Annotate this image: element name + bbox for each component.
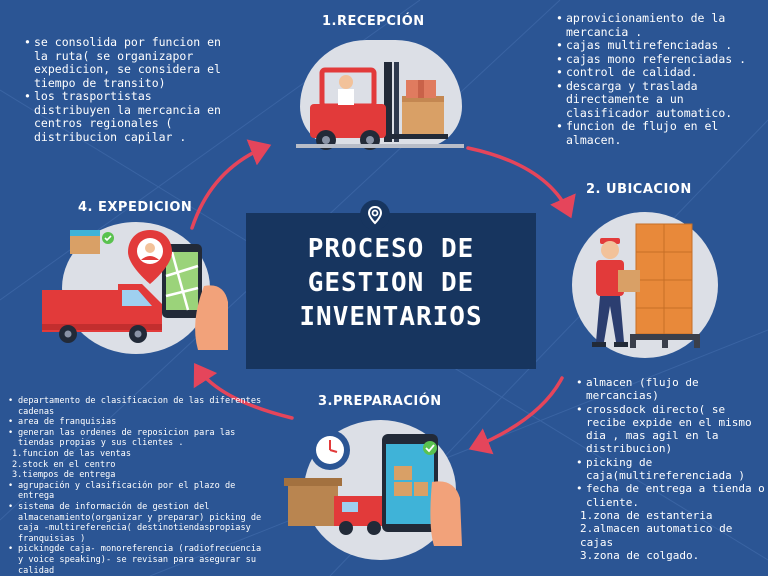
title-line-2: GESTION DE xyxy=(307,268,475,298)
recepcion-notes: aprovicionamiento de la mercancia . caja… xyxy=(556,11,766,147)
list-item: fecha de entrega a tienda o cliente. xyxy=(576,482,768,509)
list-item: agrupación y clasificación por el plazo … xyxy=(8,481,264,502)
arrow-expedicion-to-recepcion xyxy=(190,139,272,230)
ubicacion-notes: almacen (flujo de mercancias) crossdock … xyxy=(576,376,768,562)
warehouse-worker-icon xyxy=(592,223,700,348)
list-item: 2.stock en el centro xyxy=(12,459,116,470)
delivery-truck-icon xyxy=(42,230,228,350)
preparacion-notes: departamento de clasificacion de las dif… xyxy=(8,396,264,576)
list-item: crossdock directo( se recibe expide en e… xyxy=(576,403,768,456)
list-item: 3.tiempos de entrega xyxy=(12,470,116,481)
list-item: funcion de flujo en el almacen. xyxy=(556,119,766,147)
list-item: pickingde caja- monoreferencia (radiofre… xyxy=(8,544,264,576)
step-title-recepcion: 1.RECEPCIÓN xyxy=(322,14,425,29)
list-item: se consolida por funcion en la ruta( se … xyxy=(24,35,229,90)
list-item: control de calidad. xyxy=(556,65,766,80)
check-badge-icon xyxy=(423,441,437,455)
list-item: generan las ordenes de reposicion para l… xyxy=(8,428,264,449)
smartphone-map-icon xyxy=(162,244,228,350)
expedicion-notes: se consolida por funcion en la ruta( se … xyxy=(24,35,229,144)
arrow-recepcion-to-ubicacion xyxy=(466,146,576,219)
location-pin-icon xyxy=(360,200,390,230)
list-item: picking de caja(multireferenciada ) xyxy=(576,456,768,483)
list-item: cajas mono referenciadas . xyxy=(556,52,766,67)
step-title-preparacion: 3.PREPARACIÓN xyxy=(318,394,442,409)
center-panel xyxy=(246,213,536,369)
forklift-icon xyxy=(296,62,464,150)
list-item: almacen (flujo de mercancias) xyxy=(576,376,768,403)
list-item: sistema de información de gestion del al… xyxy=(8,502,264,544)
list-item: 3.zona de colgado. xyxy=(580,548,700,562)
step-title-expedicion: 4. EXPEDICION xyxy=(78,200,193,215)
title-line-3: INVENTARIOS xyxy=(299,302,483,332)
stopwatch-icon xyxy=(284,426,462,546)
list-item: 2.almacen automatico de cajas xyxy=(580,522,733,549)
list-item: aprovicionamiento de la mercancia . xyxy=(556,11,766,39)
list-item: los trasportistas distribuyen la mercanc… xyxy=(24,89,229,144)
list-item: departamento de clasificacion de las dif… xyxy=(8,396,264,417)
list-item: descarga y traslada directamente a un cl… xyxy=(556,79,766,121)
list-item: area de franquisias xyxy=(8,417,264,428)
list-item: 1.funcion de las ventas xyxy=(12,448,131,459)
title-line-1: PROCESO DE xyxy=(307,234,475,264)
list-item: cajas multirefenciadas . xyxy=(556,38,766,53)
step-title-ubicacion: 2. UBICACION xyxy=(586,182,692,197)
list-item: 1.zona de estanteria xyxy=(580,508,713,522)
arrow-ubicacion-to-preparacion xyxy=(468,376,564,455)
diagram-title: PROCESO DE GESTION DE INVENTARIOS xyxy=(246,232,536,334)
